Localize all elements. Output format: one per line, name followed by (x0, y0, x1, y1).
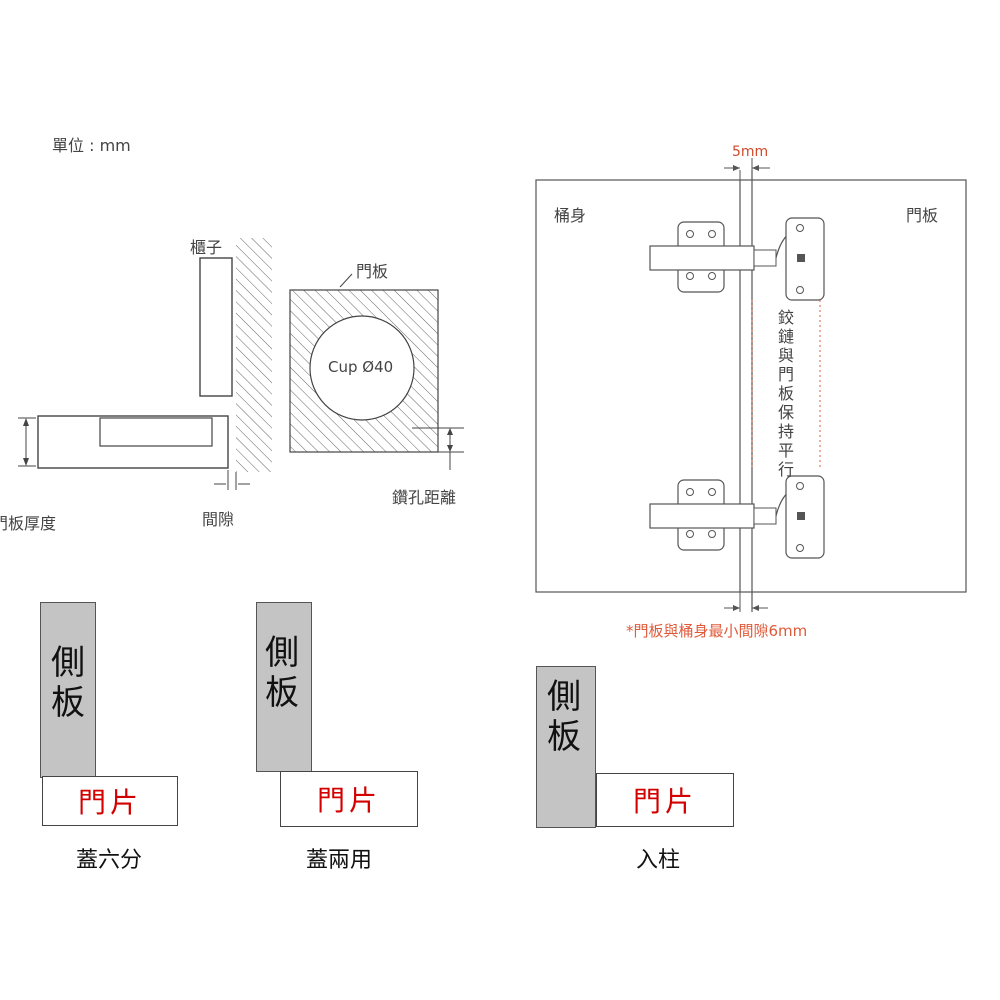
parallel-note: 鉸鏈與門板保持平行 (777, 308, 794, 479)
min-gap-note: *門板與桶身最小間隙6mm (626, 622, 808, 640)
door-panel-1: 門片 (42, 776, 178, 826)
door-panel-3: 門片 (596, 773, 734, 827)
hinge-layout-diagram: 5mm 桶身 門板 鉸鏈與門板保持平行 *門板與桶身最小間隙6mm (520, 130, 990, 660)
outer-frame (535, 179, 967, 593)
side-label-2: 側板 (265, 633, 299, 713)
drill-distance-label: 鑽孔距離 (392, 488, 457, 507)
cabinet-wall (236, 238, 272, 472)
caption-2: 蓋兩用 (306, 848, 373, 873)
dimension-label: 5mm (732, 144, 769, 160)
side-panel-2: 側板 (256, 602, 312, 772)
cup-recess (99, 417, 213, 447)
gap-label: 間隙 (202, 510, 235, 529)
installation-diagram: 單位 : mm 櫃子 門板 Cup Ø40 門板厚度 間隙 鑽孔距離 (0, 100, 500, 560)
side-label-1: 側板 (51, 643, 85, 723)
door-label-3: 門片 (632, 785, 697, 818)
cup-hole (309, 315, 415, 421)
door-label-1: 門片 (77, 786, 142, 819)
door-panel-2: 門片 (280, 771, 418, 827)
caption-1: 蓋六分 (76, 848, 143, 873)
cabinet-side-panel (199, 257, 233, 397)
cabinet-label: 櫃子 (190, 238, 223, 257)
side-label-3: 側板 (547, 677, 581, 757)
installation-drawing (18, 238, 464, 490)
cup-label: Cup Ø40 (328, 358, 394, 376)
caption-3: 入柱 (636, 848, 681, 873)
hinge-bottom (649, 475, 825, 559)
side-panel-1: 側板 (40, 602, 96, 778)
side-panel-3: 側板 (536, 666, 596, 828)
hinge-top (649, 217, 825, 301)
door-thickness-label: 門板厚度 (0, 514, 57, 533)
door-label: 門板 (356, 262, 389, 281)
door-label-2: 門片 (316, 784, 381, 817)
unit-label: 單位 : mm (52, 136, 131, 155)
door-label-right: 門板 (906, 206, 939, 225)
hinge-layout-drawing (535, 158, 967, 612)
body-label: 桶身 (554, 206, 587, 225)
